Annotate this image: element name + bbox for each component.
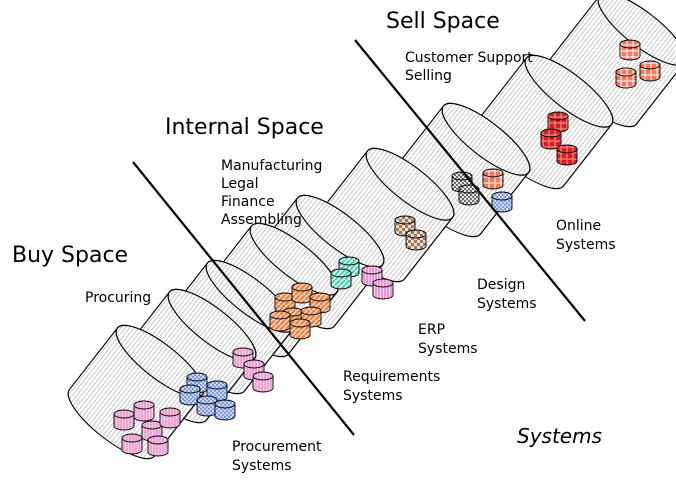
drum-magenta [372, 278, 394, 300]
system-label-online: Systems [556, 237, 616, 253]
drum-salmon [482, 168, 504, 190]
drum-salmon-top [615, 67, 637, 89]
drum-orange [269, 310, 291, 332]
drum-salmon-top [639, 60, 661, 82]
drum-orange [291, 282, 313, 304]
space-title-buy: Buy Space [12, 243, 128, 268]
drum-brown [405, 229, 427, 251]
drum-pink [121, 433, 143, 455]
space-title-sell: Sell Space [386, 9, 500, 34]
activity-label: Selling [405, 68, 452, 84]
drum-pink [147, 435, 169, 457]
activity-label: Legal [221, 176, 259, 192]
drum-pink [133, 400, 155, 422]
system-label-design: Systems [477, 296, 537, 312]
drum-red [556, 144, 578, 166]
activity-label: Finance [221, 194, 275, 210]
activity-label: Procuring [85, 290, 151, 306]
system-label-procurement: Procurement [232, 439, 322, 455]
system-label-requirements: Requirements [343, 369, 440, 385]
divider-lines [132, 39, 586, 436]
system-label-erp: ERP [418, 322, 445, 338]
drum-pink [159, 407, 181, 429]
activity-label: Manufacturing [221, 158, 322, 174]
divider-internal-sell [354, 39, 586, 322]
system-label-procurement: Systems [232, 458, 292, 474]
drum-salmon-top [619, 39, 641, 61]
activity-label: Customer Support [405, 50, 533, 66]
labels: Buy Space Internal Space Sell SpaceProcuri… [12, 9, 616, 474]
drum-pink [113, 409, 135, 431]
system-label-online: Online [556, 218, 601, 234]
drum-red [540, 128, 562, 150]
system-label-requirements: Systems [343, 388, 403, 404]
space-title-internal: Internal Space [165, 115, 324, 140]
drum-blue-small [491, 191, 513, 213]
drum-teal [330, 268, 352, 290]
drum-blue [214, 399, 236, 421]
systems-caption: Systems [517, 424, 602, 448]
system-label-erp: Systems [418, 341, 478, 357]
drum-blue [179, 384, 201, 406]
drum-blue [196, 395, 218, 417]
system-label-design: Design [477, 277, 525, 293]
drum-pink-small [252, 371, 274, 393]
activity-label: Assembling [221, 212, 302, 228]
divider-buy-internal [132, 161, 355, 436]
drum-red [547, 111, 569, 133]
data-stores [113, 39, 661, 457]
drum-orange [289, 318, 311, 340]
